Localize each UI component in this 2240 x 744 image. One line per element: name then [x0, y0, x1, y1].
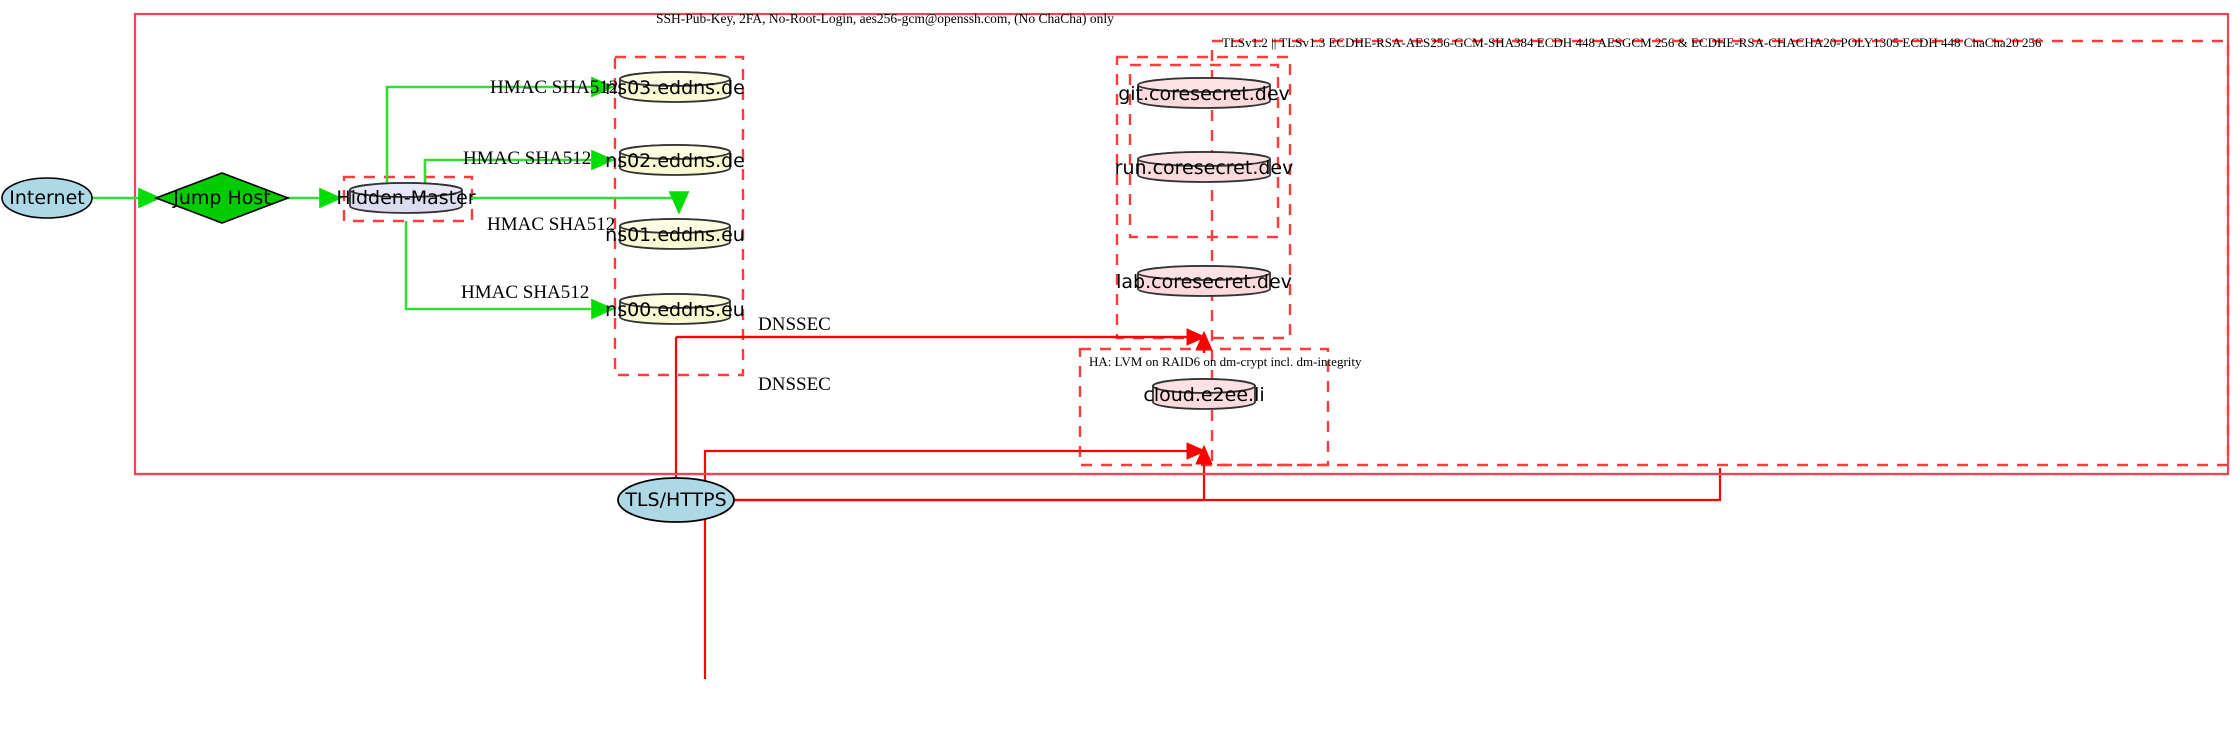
edge-label-hmac-ns00: HMAC SHA512 [461, 282, 590, 303]
node-ns02-shape[interactable] [619, 144, 731, 176]
node-hiddenmaster-shape[interactable] [349, 182, 463, 214]
edge-tlshttps-right [733, 468, 1722, 502]
edge-hiddenmaster-ns03 [385, 76, 615, 186]
node-jumphost-shape[interactable] [153, 172, 291, 224]
edge-label-dnssec-upper: DNSSEC [758, 314, 831, 335]
ssh-cluster-label: SSH-Pub-Key, 2FA, No-Root-Login, aes256-… [656, 11, 1114, 26]
node-run-shape[interactable] [1137, 151, 1271, 183]
edge-hiddenmaster-ns02 [423, 149, 615, 186]
node-ns00-shape[interactable] [619, 293, 731, 325]
node-cloud-shape[interactable] [1152, 378, 1256, 410]
ha-cluster-label: HA: LVM on RAID6 on dm-crypt incl. dm-in… [1089, 354, 1362, 369]
node-tlshttps-shape[interactable] [617, 477, 735, 523]
edge-hiddenmaster-ns00 [404, 221, 615, 320]
node-internet-shape[interactable] [1, 177, 93, 219]
tls-cluster-border [1210, 39, 2230, 467]
node-ns01-shape[interactable] [619, 218, 731, 250]
node-ns03-shape[interactable] [619, 71, 731, 103]
tls-cluster-label: TLSv1.2 || TLSv1.3 ECDHE-RSA-AES256-GCM-… [1222, 35, 2042, 50]
edge-label-dnssec-lower: DNSSEC [758, 374, 831, 395]
nameserver-cluster-border [613, 55, 745, 377]
edge-hiddenmaster-ns01 [470, 191, 690, 215]
edge-label-hmac-ns01: HMAC SHA512 [487, 214, 616, 235]
node-git-shape[interactable] [1137, 77, 1271, 109]
edge-label-hmac-ns03: HMAC SHA512 [490, 77, 619, 98]
edge-dnssec-lower [703, 442, 1207, 679]
node-lab-shape[interactable] [1137, 265, 1271, 297]
edge-label-hmac-ns02: HMAC SHA512 [463, 148, 592, 169]
